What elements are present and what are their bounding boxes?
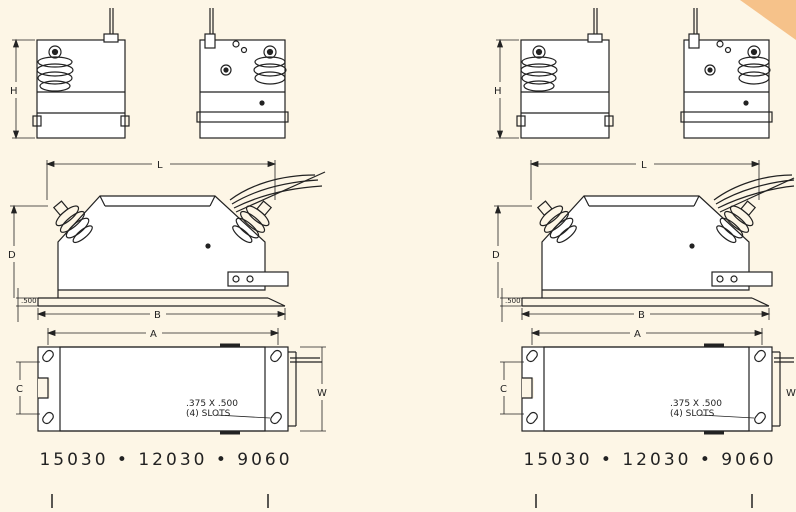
dim-c bbox=[16, 361, 40, 415]
label-500: .500 bbox=[21, 297, 37, 305]
plan-view-right bbox=[521, 343, 794, 435]
slots-note-line1-right: .375 X .500 bbox=[670, 399, 722, 409]
elevation-view-right bbox=[521, 174, 795, 307]
label-b-right: B bbox=[638, 310, 645, 321]
dim-500 bbox=[16, 288, 38, 322]
slots-note-line1: .375 X .500 bbox=[186, 399, 238, 409]
dim-w bbox=[300, 346, 326, 432]
dim-l bbox=[45, 160, 277, 200]
label-c-right: C bbox=[500, 384, 507, 395]
front-view-left bbox=[32, 8, 130, 139]
label-h-right: H bbox=[494, 86, 502, 97]
dim-d bbox=[10, 204, 48, 298]
label-l-right: L bbox=[641, 160, 647, 171]
dim-b bbox=[36, 308, 287, 320]
dim-h bbox=[12, 38, 35, 140]
label-h: H bbox=[10, 86, 18, 97]
label-500-right: .500 bbox=[505, 297, 521, 305]
label-a: A bbox=[150, 329, 157, 340]
label-a-right: A bbox=[634, 329, 641, 340]
label-w-right: W bbox=[786, 388, 796, 399]
drawing-panel-left: H bbox=[8, 8, 327, 508]
corner-accent bbox=[740, 0, 796, 40]
label-b: B bbox=[154, 310, 161, 321]
drawing-panel-right: H bbox=[492, 8, 795, 508]
dim-a bbox=[46, 328, 280, 345]
model-caption-right: 15030 • 12030 • 9060 bbox=[523, 450, 777, 470]
label-d: D bbox=[8, 250, 16, 261]
label-d-right: D bbox=[492, 250, 500, 261]
slots-note-line2: (4) SLOTS bbox=[186, 409, 231, 419]
slots-note-line2-right: (4) SLOTS bbox=[670, 409, 715, 419]
label-w: W bbox=[317, 388, 327, 399]
side-view-left bbox=[196, 8, 289, 139]
plan-view-left bbox=[37, 343, 322, 435]
front-view-right bbox=[516, 8, 614, 139]
label-l: L bbox=[157, 160, 163, 171]
elevation-view-left bbox=[37, 171, 326, 307]
label-c: C bbox=[16, 384, 23, 395]
side-view-right bbox=[680, 8, 773, 139]
model-caption-left: 15030 • 12030 • 9060 bbox=[39, 450, 293, 470]
